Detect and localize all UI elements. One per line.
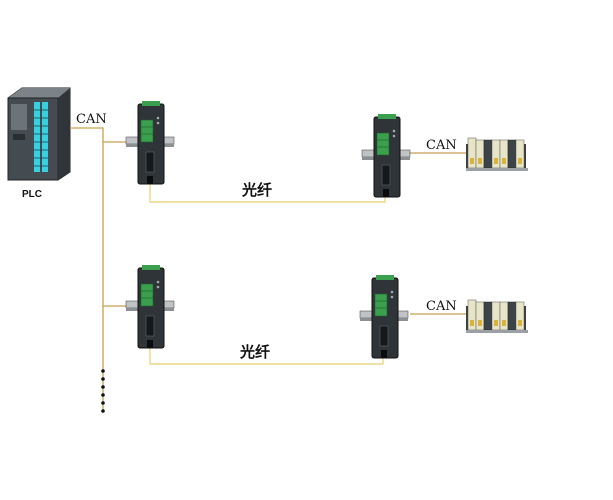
can-bus-wires — [70, 127, 130, 410]
plc-device — [7, 87, 71, 181]
can-right-wires — [410, 152, 468, 315]
fiber-converter-bottom-left — [125, 264, 175, 349]
can-label-top-right: CAN — [426, 138, 457, 153]
continuation-dots — [101, 369, 105, 413]
plc-label: PLC — [22, 189, 42, 200]
fiber-converter-top-left — [125, 100, 175, 185]
io-module-bottom — [465, 299, 529, 334]
fiber-links — [149, 178, 386, 365]
fiber-label-bottom: 光纤 — [239, 343, 270, 361]
can-label-plc: CAN — [76, 112, 107, 127]
can-label-bottom-right: CAN — [426, 299, 457, 314]
fiber-converter-top-right — [361, 113, 411, 198]
io-module-top — [465, 137, 529, 172]
fiber-label-top: 光纤 — [241, 181, 272, 199]
fiber-converter-bottom-right — [359, 274, 409, 359]
